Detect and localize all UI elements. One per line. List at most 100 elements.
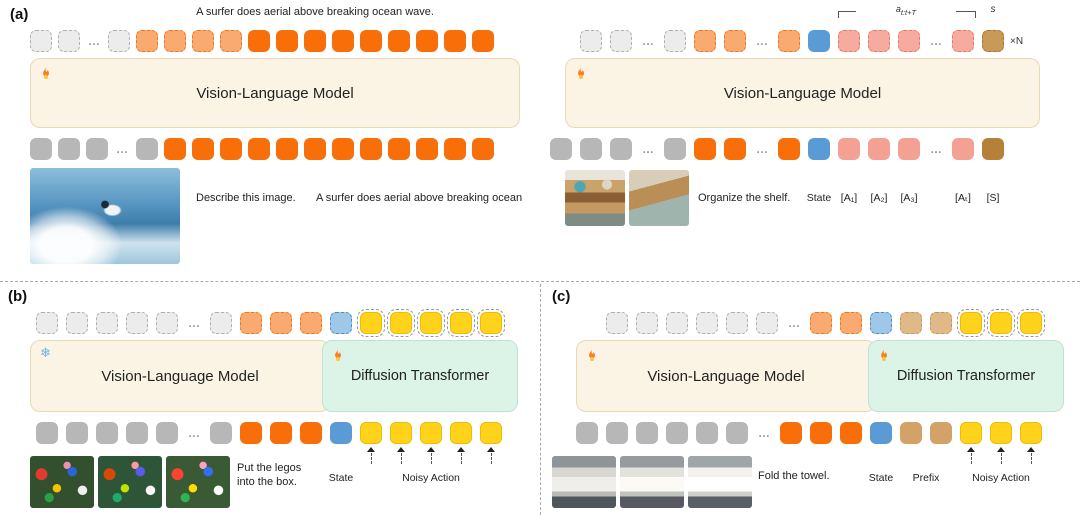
orange-d-token	[240, 312, 262, 334]
orange-token	[694, 138, 716, 160]
pink-token	[838, 138, 860, 160]
tan-d-token	[900, 312, 922, 334]
photo-lego-2	[98, 456, 162, 508]
orange-token	[444, 138, 466, 160]
state-span-label: s	[990, 4, 996, 15]
action-1-label: [A₁]	[840, 192, 858, 204]
blue-token	[870, 422, 892, 444]
s-token-label: [S]	[986, 192, 1000, 204]
yellow-ring-token	[387, 309, 415, 337]
ellipsis: …	[642, 34, 654, 48]
gray-token	[36, 422, 58, 444]
c-prefix-label: Prefix	[912, 472, 940, 484]
photo-towel-2	[620, 456, 684, 508]
yellow-ring-token	[447, 309, 475, 337]
gray-d-token	[580, 30, 602, 52]
photo-shelf-1	[565, 170, 625, 226]
vlm-label: Vision-Language Model	[647, 367, 805, 385]
a-right-top-token-row: ………	[580, 30, 1004, 52]
panel-b-label: (b)	[8, 288, 28, 305]
ellipsis: …	[188, 426, 200, 440]
dit-box-b: Diffusion Transformer	[322, 340, 518, 412]
horizontal-divider	[0, 281, 1080, 282]
yellow-ring-token	[417, 309, 445, 337]
photo-towel-1	[552, 456, 616, 508]
gray-d-token	[606, 312, 628, 334]
dit-label: Diffusion Transformer	[350, 368, 490, 384]
yellow-ring-token	[957, 309, 985, 337]
orange-token	[276, 30, 298, 52]
orange-token	[248, 30, 270, 52]
yellow-ring-token	[987, 309, 1015, 337]
orange-token	[472, 30, 494, 52]
action-3-label: [A₃]	[900, 192, 918, 204]
orange-d-token	[270, 312, 292, 334]
gray-token	[210, 422, 232, 444]
ellipsis: …	[116, 142, 128, 156]
gray-d-token	[96, 312, 118, 334]
fire-icon	[335, 347, 341, 362]
yellow-arrowed-token	[360, 422, 382, 464]
ellipsis: …	[642, 142, 654, 156]
yellow-arrowed-token	[450, 422, 472, 464]
gray-d-token	[58, 30, 80, 52]
orange-token	[778, 138, 800, 160]
dit-box-c: Diffusion Transformer	[868, 340, 1064, 412]
tan-token	[900, 422, 922, 444]
a-left-bottom-token-row: …	[30, 138, 494, 160]
state-token-label: State	[806, 192, 832, 204]
b-bottom-token-row: …	[36, 422, 502, 464]
yellow-ring-token	[477, 309, 505, 337]
action-t-label: [Aₜ]	[955, 192, 971, 204]
gray-token	[636, 422, 658, 444]
orange-token	[300, 422, 322, 444]
gray-token	[126, 422, 148, 444]
gray-token	[136, 138, 158, 160]
gray-d-token	[126, 312, 148, 334]
orange-token	[444, 30, 466, 52]
ellipsis: …	[930, 34, 942, 48]
pink-d-token	[898, 30, 920, 52]
tan-token	[930, 422, 952, 444]
c-prompt: Fold the towel.	[758, 470, 830, 482]
yellow-arrowed-token	[990, 422, 1012, 464]
orange-d-token	[694, 30, 716, 52]
orange-token	[810, 422, 832, 444]
gray-d-token	[66, 312, 88, 334]
a-left-top-token-row: …	[30, 30, 494, 52]
orange-token	[192, 138, 214, 160]
yellow-arrowed-token	[960, 422, 982, 464]
ellipsis: …	[758, 426, 770, 440]
gray-token	[726, 422, 748, 444]
c-top-token-row: …	[606, 309, 1045, 337]
a-right-prompt: Organize the shelf.	[698, 192, 791, 204]
gray-token	[550, 138, 572, 160]
vlm-label: Vision-Language Model	[723, 84, 882, 102]
pink-token	[868, 138, 890, 160]
orange-d-token	[192, 30, 214, 52]
pink-d-token	[868, 30, 890, 52]
gray-d-token	[696, 312, 718, 334]
action-span-label: at:t+T	[856, 4, 956, 18]
orange-token	[332, 138, 354, 160]
photo-towel-3	[688, 456, 752, 508]
gray-token	[610, 138, 632, 160]
gray-token	[664, 138, 686, 160]
gray-token	[576, 422, 598, 444]
orange-d-token	[810, 312, 832, 334]
gray-d-token	[726, 312, 748, 334]
vlm-box-a-left: Vision-Language Model	[30, 58, 520, 128]
gray-token	[696, 422, 718, 444]
orange-d-token	[136, 30, 158, 52]
pink-d-token	[838, 30, 860, 52]
c-noisy-action-label: Noisy Action	[972, 472, 1030, 484]
vlm-label: Vision-Language Model	[101, 367, 259, 385]
panel-a-label: (a)	[10, 6, 29, 23]
gray-token	[30, 138, 52, 160]
vlm-box-c: Vision-Language Model	[576, 340, 876, 412]
ellipsis: …	[930, 142, 942, 156]
gray-d-token	[36, 312, 58, 334]
gray-d-token	[30, 30, 52, 52]
ellipsis: …	[188, 316, 200, 330]
orange-d-token	[840, 312, 862, 334]
